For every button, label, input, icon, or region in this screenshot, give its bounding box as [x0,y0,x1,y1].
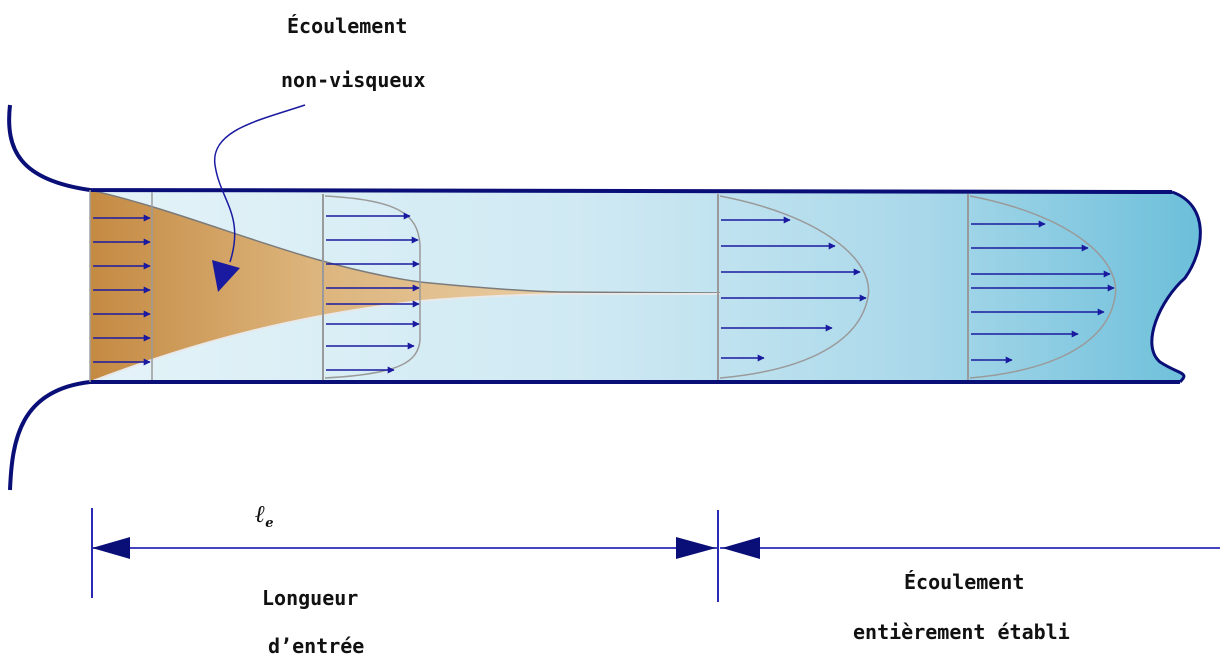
entry-length-label-line2: d’entrée [268,634,364,656]
velocity-profile-curve-3 [719,195,870,379]
entry-length-symbol-main: ℓ [255,499,265,528]
pipe-lower-wall [8,380,1180,491]
inviscid-pointer-head [212,260,240,292]
lower-boundary-layer-edge [89,293,720,383]
entry-length-symbol-sub: e [265,516,273,531]
upper-boundary-layer-edge [89,189,721,294]
velocity-profile-curve-4 [969,195,1117,379]
developed-velocity-arrows-1 [721,216,867,362]
inviscid-pointer-line [214,104,306,263]
developed-flow-label-line1: Écoulement [904,570,1024,594]
velocity-profile-curve-2 [324,195,421,379]
developed-region-arrowhead [722,537,760,559]
entry-length-label-line1: Longueur [262,586,358,610]
pipe-cut-edge [1150,190,1202,384]
pipe-upper-wall [7,104,1173,194]
developed-flow-label-line2: entièrement établi [853,620,1070,644]
developing-velocity-arrows [326,212,420,374]
entry-length-symbol: ℓe [255,499,274,531]
inviscid-flow-label-line1: Écoulement [287,14,407,38]
inlet-velocity-arrows [93,214,151,366]
entry-length-right-arrowhead [676,537,716,559]
entry-length-left-arrowhead [92,537,130,559]
pipe-body [90,190,1201,382]
developed-velocity-arrows-2 [971,220,1115,364]
inviscid-flow-label-line2: non-visqueux [281,68,426,92]
